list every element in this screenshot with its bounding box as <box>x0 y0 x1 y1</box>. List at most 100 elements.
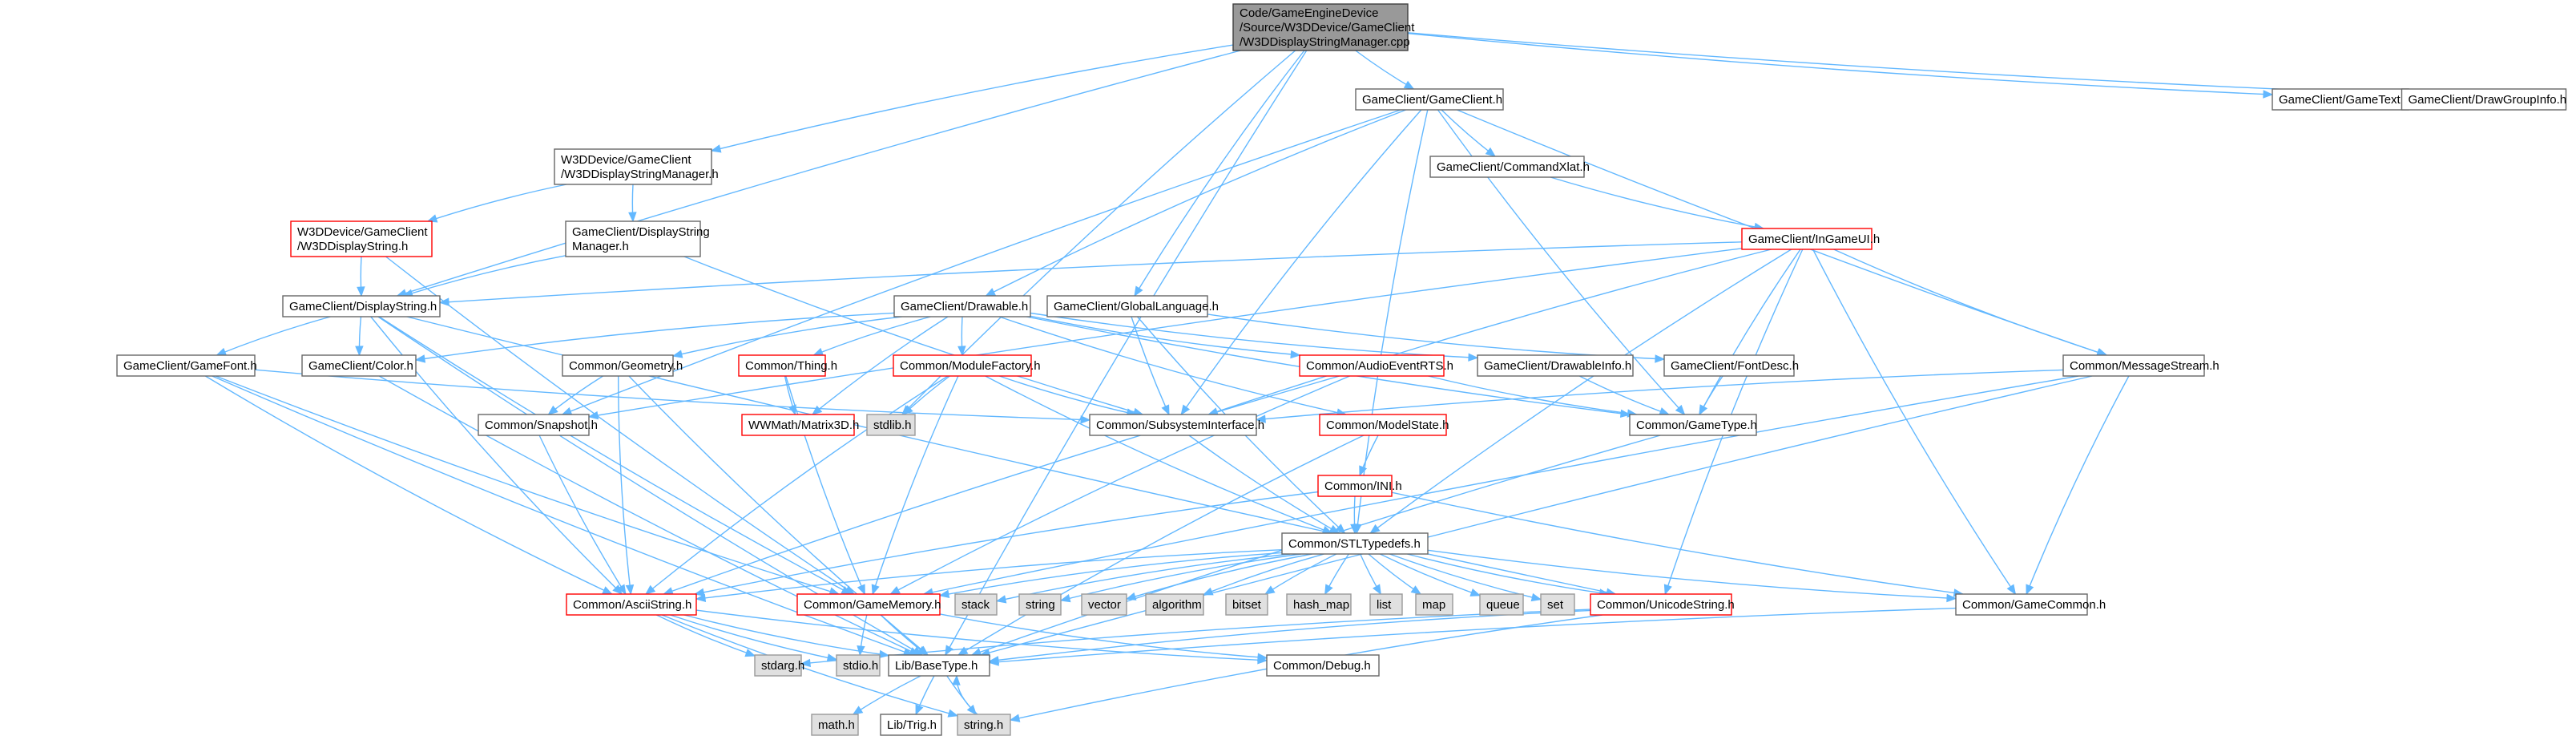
node-label-w3ddsm_h-1: /W3DDisplayStringManager.h <box>561 168 719 181</box>
node-label-dsm_h-1: Manager.h <box>572 240 629 253</box>
edge-arrowhead-drawable_h-to-drawableinfo_h <box>1468 353 1479 362</box>
node-box-gametext_h <box>2272 88 2409 111</box>
node-box-drawable_h <box>893 295 1031 317</box>
edge-arrowhead-drawable_h-to-color_h <box>414 354 426 363</box>
edge-arrowhead-basetype_h-to-trig_h <box>915 704 924 716</box>
node-stack: stack <box>954 593 998 616</box>
node-drawableinfo_h[interactable]: GameClient/DrawableInfo.h <box>1477 354 1634 377</box>
edge-arrowhead-globallanguage_h-to-subsystem_h <box>1161 404 1170 416</box>
node-audioeventrts_h[interactable]: Common/AudioEventRTS.h <box>1299 354 1453 377</box>
node-box-set <box>1540 593 1575 616</box>
edge-dsm_h-to-subsystem_h <box>683 256 1143 415</box>
edge-root-to-basetype_h <box>945 50 1308 656</box>
edge-arrowhead-audioeventrts_h-to-gamememory_h <box>889 586 901 595</box>
edge-arrowhead-drawable_h-to-geometry_h <box>671 350 683 358</box>
node-debug_h[interactable]: Common/Debug.h <box>1266 654 1380 677</box>
node-box-commandxlat_h <box>1429 156 1585 178</box>
node-modelstate_h[interactable]: Common/ModelState.h <box>1319 414 1449 436</box>
edge-drawable_h-to-color_h <box>415 312 895 361</box>
edge-arrowhead-ini_h-to-asciistring_h <box>694 588 705 596</box>
edge-ingameui_h-to-messagestream_h <box>1833 249 2107 356</box>
node-queue: queue <box>1479 593 1524 616</box>
node-gamememory_h[interactable]: Common/GameMemory.h <box>796 593 941 616</box>
node-gamecommon_h[interactable]: Common/GameCommon.h <box>1955 593 2106 616</box>
node-stdio_h: stdio.h <box>836 654 881 677</box>
node-label-bitset-0: bitset <box>1232 598 1262 612</box>
node-gametype_h[interactable]: Common/GameType.h <box>1629 414 1757 436</box>
node-asciistring_h[interactable]: Common/AsciiString.h <box>566 593 697 616</box>
node-box-messagestream_h <box>2062 354 2205 377</box>
node-label-vector-0: vector <box>1088 598 1121 612</box>
edge-arrowhead-modelstate_h-to-basetype_h <box>957 646 969 656</box>
node-ingameui_h[interactable]: GameClient/InGameUI.h <box>1741 228 1880 250</box>
node-label-gamememory_h-0: Common/GameMemory.h <box>804 598 941 612</box>
edge-arrowhead-ingameui_h-to-stltypedefs_h <box>1369 524 1381 534</box>
edge-commandxlat_h-to-ingameui_h <box>1550 176 1764 229</box>
node-box-map <box>1415 593 1453 616</box>
edge-arrowhead-gamecommon_h-to-basetype_h <box>988 657 999 666</box>
node-label-asciistring_h-0: Common/AsciiString.h <box>573 598 691 612</box>
edge-stltypedefs_h-to-asciistring_h <box>695 549 1283 600</box>
node-stltypedefs_h[interactable]: Common/STLTypedefs.h <box>1281 532 1429 555</box>
node-ini_h[interactable]: Common/INI.h <box>1317 475 1402 497</box>
node-set: set <box>1540 593 1575 616</box>
edge-arrowhead-displaystring_h-to-color_h <box>355 346 364 357</box>
node-label-drawgroupinfo_h-0: GameClient/DrawGroupInfo.h <box>2409 93 2567 107</box>
edge-stltypedefs_h-to-gamecommon_h <box>1427 549 1957 600</box>
edge-modulefactory_h-to-asciistring_h <box>645 375 949 595</box>
node-commandxlat_h[interactable]: GameClient/CommandXlat.h <box>1429 156 1590 178</box>
node-label-audioeventrts_h-0: Common/AudioEventRTS.h <box>1306 359 1453 373</box>
node-drawgroupinfo_h[interactable]: GameClient/DrawGroupInfo.h <box>2401 88 2567 111</box>
node-fontdesc_h[interactable]: GameClient/FontDesc.h <box>1663 354 1799 377</box>
edge-arrowhead-unicodestring_h-to-stdarg_h <box>800 658 811 668</box>
edge-gameclient_h-to-snapshot_h <box>562 109 1401 415</box>
node-displaystring_h[interactable]: GameClient/DisplayString.h <box>282 295 441 317</box>
node-gameclient_h[interactable]: GameClient/GameClient.h <box>1355 88 1504 111</box>
node-box-stdlib_h <box>866 414 916 436</box>
edge-gameclient_h-to-commandxlat_h <box>1441 109 1496 157</box>
node-drawable_h[interactable]: GameClient/Drawable.h <box>893 295 1031 317</box>
edge-root-to-gametext_h <box>1407 33 2273 95</box>
node-label-dsm_h-0: GameClient/DisplayString <box>572 225 710 239</box>
node-box-string <box>1018 593 1062 616</box>
edge-displaystring_h-to-gamememory_h <box>378 316 852 595</box>
node-subsystem_h[interactable]: Common/SubsystemInterface.h <box>1089 414 1264 436</box>
node-box-asciistring_h <box>566 593 697 616</box>
node-color_h[interactable]: GameClient/Color.h <box>301 354 417 377</box>
edge-drawable_h-to-drawableinfo_h <box>1030 312 1478 358</box>
node-box-algorithm <box>1145 593 1204 616</box>
node-matrix3d_h[interactable]: WWMath/Matrix3D.h <box>741 414 859 436</box>
node-box-globallanguage_h <box>1046 295 1208 317</box>
edge-ingameui_h-to-snapshot_h <box>588 248 1743 418</box>
node-modulefactory_h[interactable]: Common/ModuleFactory.h <box>893 354 1041 377</box>
node-label-stdio_h-0: stdio.h <box>843 659 878 673</box>
node-globallanguage_h[interactable]: GameClient/GlobalLanguage.h <box>1046 295 1219 317</box>
node-label-subsystem_h-0: Common/SubsystemInterface.h <box>1096 419 1264 432</box>
node-thing_h[interactable]: Common/Thing.h <box>738 354 837 377</box>
node-w3dds_h[interactable]: W3DDevice/GameClient/W3DDisplayString.h <box>290 220 433 257</box>
node-box-debug_h <box>1266 654 1380 677</box>
edge-arrowhead-gamefont_h-to-subsystem_h <box>1080 415 1091 424</box>
edge-arrowhead-gamememory_h-to-stdio_h <box>857 645 865 657</box>
node-dsm_h[interactable]: GameClient/DisplayStringManager.h <box>565 220 710 257</box>
edge-drawable_h-to-modelstate_h <box>998 316 1347 415</box>
node-box-matrix3d_h <box>741 414 855 436</box>
edge-audioeventrts_h-to-gametype_h <box>1428 375 1637 415</box>
edge-arrowhead-gameclient_h-to-subsystem_h <box>1180 404 1191 416</box>
node-label-stack-0: stack <box>961 598 990 612</box>
edge-arrowhead-thing_h-to-matrix3d_h <box>788 404 796 416</box>
node-root[interactable]: Code/GameEngineDevice/Source/W3DDevice/G… <box>1232 3 1415 51</box>
node-w3ddsm_h[interactable]: W3DDevice/GameClient/W3DDisplayStringMan… <box>554 148 719 185</box>
node-gametext_h[interactable]: GameClient/GameText.h <box>2272 88 2410 111</box>
node-geometry_h[interactable]: Common/Geometry.h <box>562 354 683 377</box>
node-basetype_h[interactable]: Lib/BaseType.h <box>888 654 990 677</box>
node-snapshot_h[interactable]: Common/Snapshot.h <box>478 414 598 436</box>
node-gamefont_h[interactable]: GameClient/GameFont.h <box>116 354 257 377</box>
node-unicodestring_h[interactable]: Common/UnicodeString.h <box>1590 593 1735 616</box>
node-messagestream_h[interactable]: Common/MessageStream.h <box>2062 354 2219 377</box>
node-box-w3ddsm_h <box>554 148 712 185</box>
node-box-subsystem_h <box>1089 414 1257 436</box>
node-trig_h[interactable]: Lib/Trig.h <box>880 714 942 736</box>
node-label-gamefont_h-0: GameClient/GameFont.h <box>123 359 257 373</box>
node-box-audioeventrts_h <box>1299 354 1445 377</box>
